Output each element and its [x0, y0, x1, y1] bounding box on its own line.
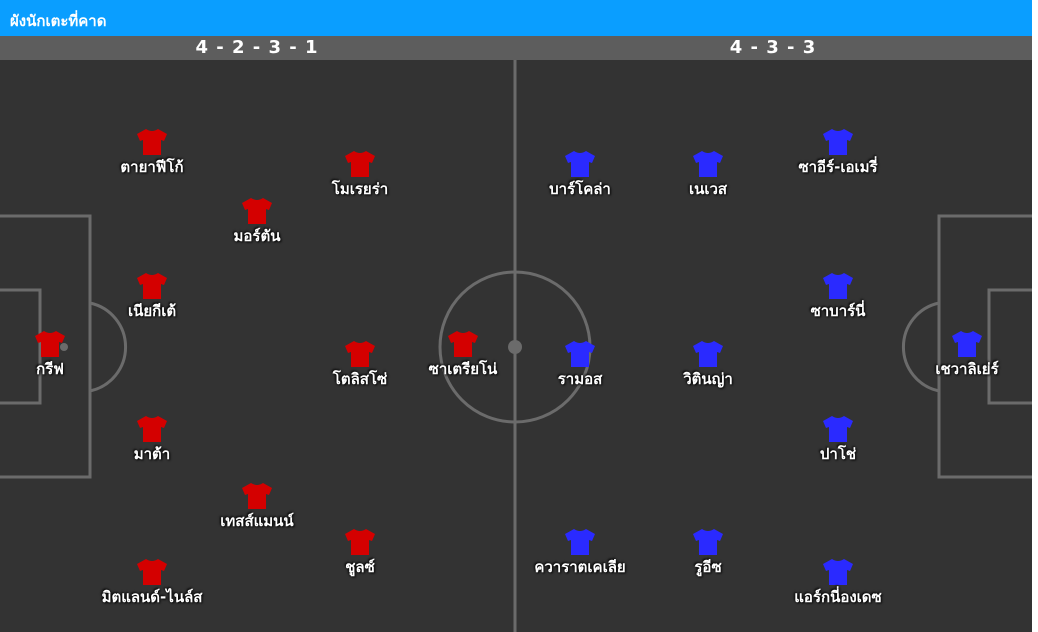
- away-player: เชวาลิเย่ร์: [887, 330, 1032, 381]
- formation-bar: 4 - 2 - 3 - 1 4 - 3 - 3: [0, 36, 1032, 60]
- player-name: เนียกีเต้: [127, 302, 177, 320]
- away-player: ควาราตเคเลีย: [500, 528, 660, 579]
- player-name: เชวาลิเย่ร์: [935, 360, 999, 378]
- blue-shirt-icon: [758, 558, 918, 586]
- away-player: รูอีซ: [628, 528, 788, 579]
- home-penalty-box: [0, 214, 92, 479]
- away-player: ซาบาร์นี่: [758, 272, 918, 323]
- player-name: ควาราตเคเลีย: [534, 558, 626, 576]
- away-player: รามอส: [500, 340, 660, 391]
- home-player: กรีฟ: [0, 330, 130, 381]
- blue-shirt-icon: [628, 340, 788, 368]
- home-player: ชูลซ์: [280, 528, 440, 579]
- home-player: เทสส์แมนน์: [177, 482, 337, 533]
- center-spot: [508, 340, 522, 354]
- home-penalty-arc: [89, 301, 128, 393]
- home-player: มาต้า: [72, 415, 232, 466]
- red-shirt-icon: [280, 528, 440, 556]
- player-name: รูอีซ: [694, 558, 722, 576]
- red-shirt-icon: [280, 150, 440, 178]
- red-shirt-icon: [0, 330, 130, 358]
- home-player: มอร์ตัน: [177, 197, 337, 248]
- away-penalty-box: [937, 214, 1032, 479]
- player-name: เทสส์แมนน์: [220, 512, 294, 530]
- home-player: ซาเตรียโน่: [383, 330, 543, 381]
- player-name: ซาเตรียโน่: [428, 360, 498, 378]
- player-name: มิตแลนด์-ไนล์ส: [101, 588, 203, 606]
- home-player: โตลิสโซ่: [280, 340, 440, 391]
- away-player: ซาอีร์-เอเมรี่: [758, 128, 918, 179]
- away-player: แอร์กนี่องเดซ: [758, 558, 918, 609]
- away-player: วิตินญ่า: [628, 340, 788, 391]
- red-shirt-icon: [177, 482, 337, 510]
- header-title: ผังนักเตะที่คาด: [10, 12, 107, 30]
- blue-shirt-icon: [628, 528, 788, 556]
- player-name: บาร์โคล่า: [549, 180, 611, 198]
- player-name: มาต้า: [133, 445, 171, 463]
- away-player: ปาโช่: [758, 415, 918, 466]
- away-player: บาร์โคล่า: [500, 150, 660, 201]
- blue-shirt-icon: [758, 415, 918, 443]
- home-player: มิตแลนด์-ไนล์ส: [72, 558, 232, 609]
- home-player: ตายาฟีโก้: [72, 128, 232, 179]
- home-player: เนียกีเต้: [72, 272, 232, 323]
- header-bar: ผังนักเตะที่คาด: [0, 0, 1032, 36]
- away-player: เนเวส: [628, 150, 788, 201]
- blue-shirt-icon: [887, 330, 1032, 358]
- home-player: โมเรยร่า: [280, 150, 440, 201]
- home-formation: 4 - 2 - 3 - 1: [195, 37, 319, 58]
- blue-shirt-icon: [758, 128, 918, 156]
- player-name: ซาบาร์นี่: [810, 302, 866, 320]
- player-name: มอร์ตัน: [233, 227, 281, 245]
- player-name: ปาโช่: [819, 445, 857, 463]
- away-goal-box: [987, 288, 1032, 405]
- player-name: ซาอีร์-เอเมรี่: [798, 158, 878, 176]
- away-penalty-arc: [901, 301, 940, 393]
- blue-shirt-icon: [628, 150, 788, 178]
- player-name: แอร์กนี่องเดซ: [794, 588, 882, 606]
- blue-shirt-icon: [500, 340, 660, 368]
- blue-shirt-icon: [500, 150, 660, 178]
- red-shirt-icon: [72, 128, 232, 156]
- home-penalty-spot: [60, 343, 68, 351]
- player-name: ชูลซ์: [345, 558, 375, 576]
- red-shirt-icon: [177, 197, 337, 225]
- player-name: โมเรยร่า: [331, 180, 389, 198]
- player-name: รามอส: [557, 370, 603, 388]
- away-formation: 4 - 3 - 3: [729, 37, 817, 58]
- red-shirt-icon: [72, 272, 232, 300]
- blue-shirt-icon: [758, 272, 918, 300]
- player-name: เนเวส: [688, 180, 728, 198]
- player-name: กรีฟ: [36, 360, 64, 378]
- red-shirt-icon: [383, 330, 543, 358]
- red-shirt-icon: [280, 340, 440, 368]
- blue-shirt-icon: [500, 528, 660, 556]
- player-name: ตายาฟีโก้: [120, 158, 184, 176]
- football-pitch: ตายาฟีโก้โมเรยร่ามอร์ตันเนียกีเต้กรีฟโตล…: [0, 60, 1032, 632]
- player-name: โตลิสโซ่: [332, 370, 388, 388]
- player-name: วิตินญ่า: [683, 370, 733, 388]
- red-shirt-icon: [72, 558, 232, 586]
- home-goal-box: [0, 288, 42, 405]
- red-shirt-icon: [72, 415, 232, 443]
